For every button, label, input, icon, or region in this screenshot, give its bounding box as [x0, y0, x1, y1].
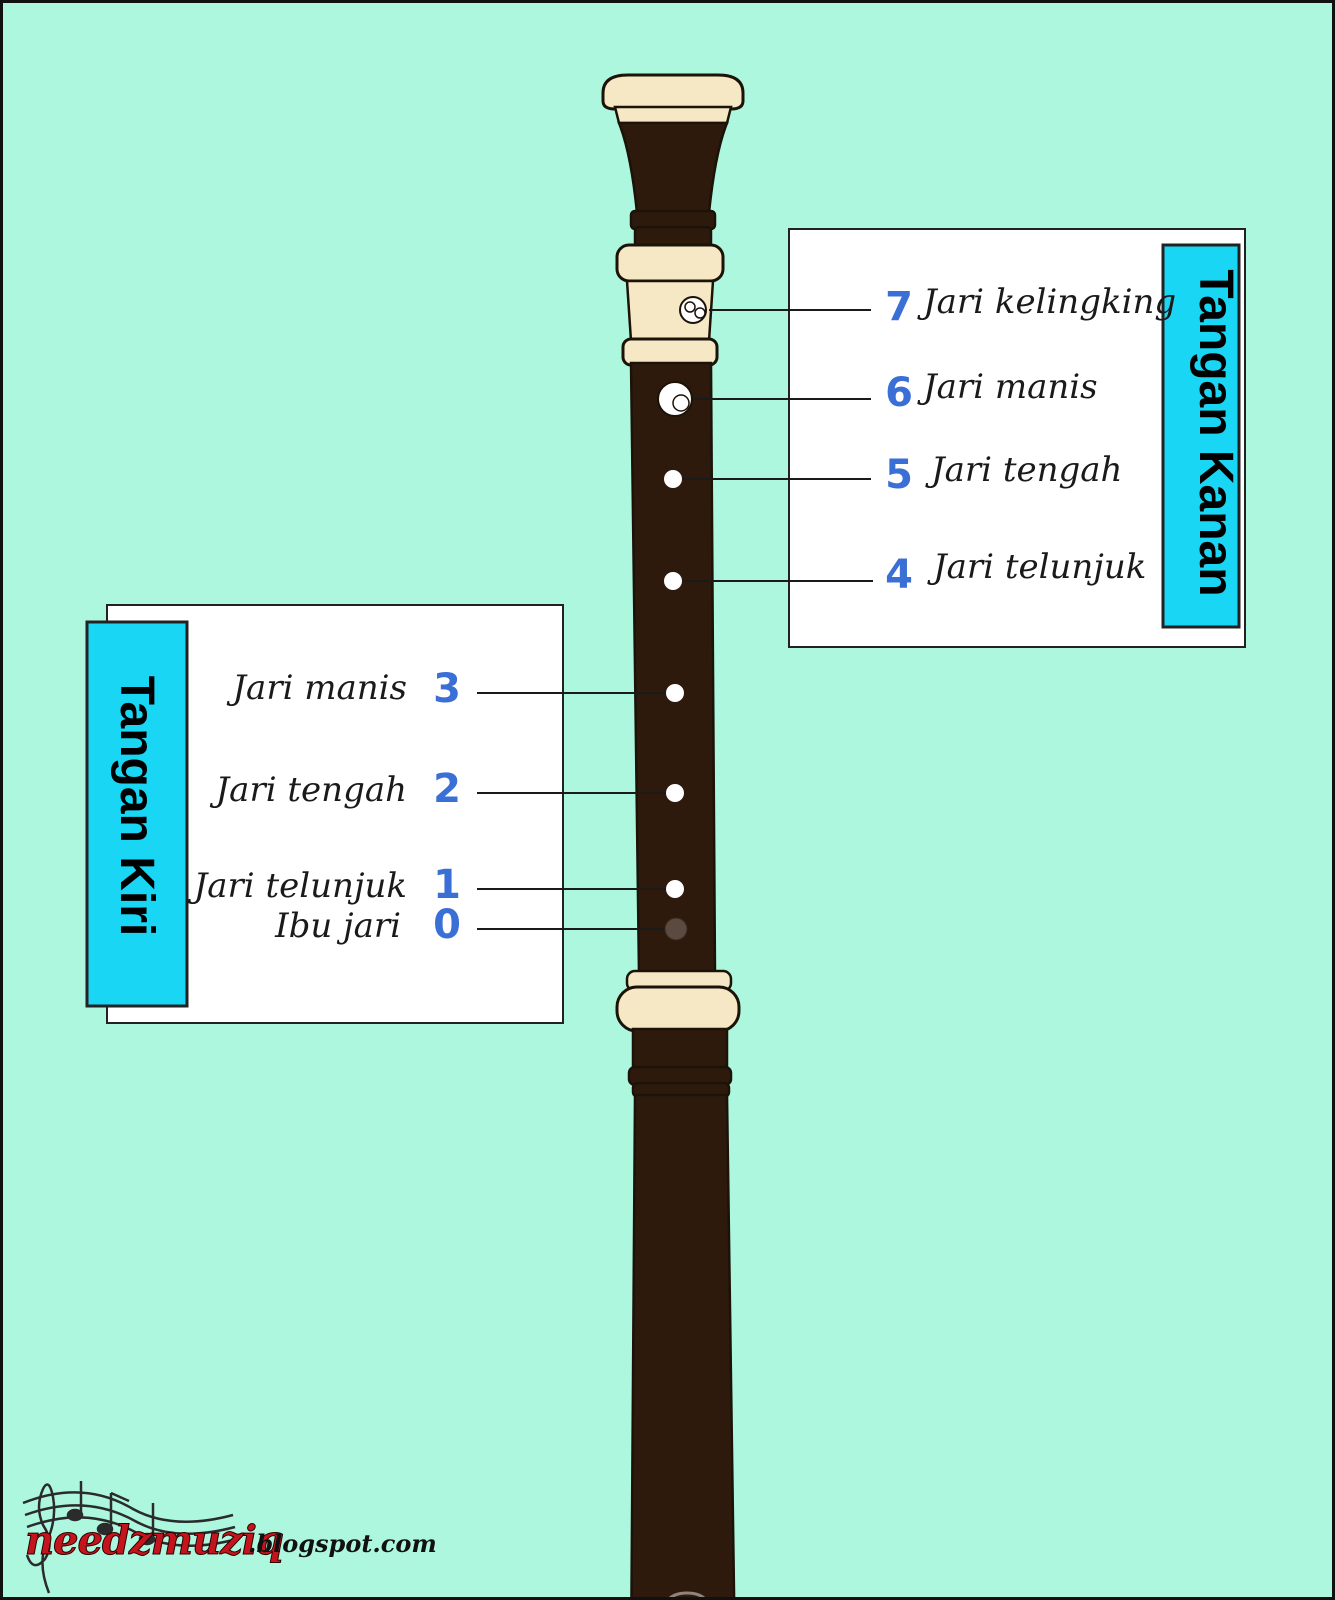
finger-label-5: Jari tengah [931, 450, 1123, 490]
right-hand-title: Tangan Kanan [1189, 269, 1242, 597]
right-hand-title-box [1161, 243, 1241, 629]
double-hole-icon [657, 381, 693, 417]
finger-label-7: Jari kelingking [923, 282, 1177, 322]
recorder-cap [601, 73, 745, 111]
finger-number-0: 0 [433, 902, 461, 948]
finger-label-2: Jari tengah [215, 770, 407, 810]
tone-holes [657, 296, 707, 941]
finger-label-3: Jari manis [232, 668, 407, 708]
left-hand-box [85, 604, 564, 1024]
left-hand-title: Tangan Kiri [110, 675, 163, 937]
window-icon [669, 1591, 705, 1597]
right-hand-box [788, 228, 1246, 648]
logo-site: .blogspot.com [248, 1529, 437, 1558]
hole-icon [666, 880, 684, 898]
double-hole-icon [679, 296, 707, 324]
hole-icon [666, 684, 684, 702]
finger-number-1: 1 [433, 862, 461, 908]
finger-label-1: Jari telunjuk [193, 866, 407, 906]
finger-number-6: 6 [885, 370, 913, 416]
recorder [601, 73, 745, 1597]
recorder-head [617, 121, 729, 215]
finger-label-6: Jari manis [923, 367, 1098, 407]
finger-number-3: 3 [433, 666, 461, 712]
hole-icon [664, 572, 682, 590]
upper-ring [615, 243, 725, 283]
left-hand-title-box [85, 620, 189, 1008]
finger-number-7: 7 [885, 284, 913, 330]
finger-label-0: Ibu jari [275, 906, 401, 946]
finger-number-2: 2 [433, 766, 461, 812]
finger-number-5: 5 [885, 452, 913, 498]
lower-ring [615, 985, 741, 1033]
recorder-foot [630, 1093, 736, 1597]
hole-icon [664, 470, 682, 488]
leader-lines [477, 309, 873, 930]
recorder-illustration [3, 3, 1332, 1597]
music-notes-icon [22, 1481, 238, 1594]
thumb-hole-icon [664, 917, 688, 941]
hole-icon [666, 784, 684, 802]
finger-number-4: 4 [885, 552, 913, 598]
finger-label-4: Jari telunjuk [933, 547, 1147, 587]
logo-name: needzmuziq [25, 1517, 285, 1565]
